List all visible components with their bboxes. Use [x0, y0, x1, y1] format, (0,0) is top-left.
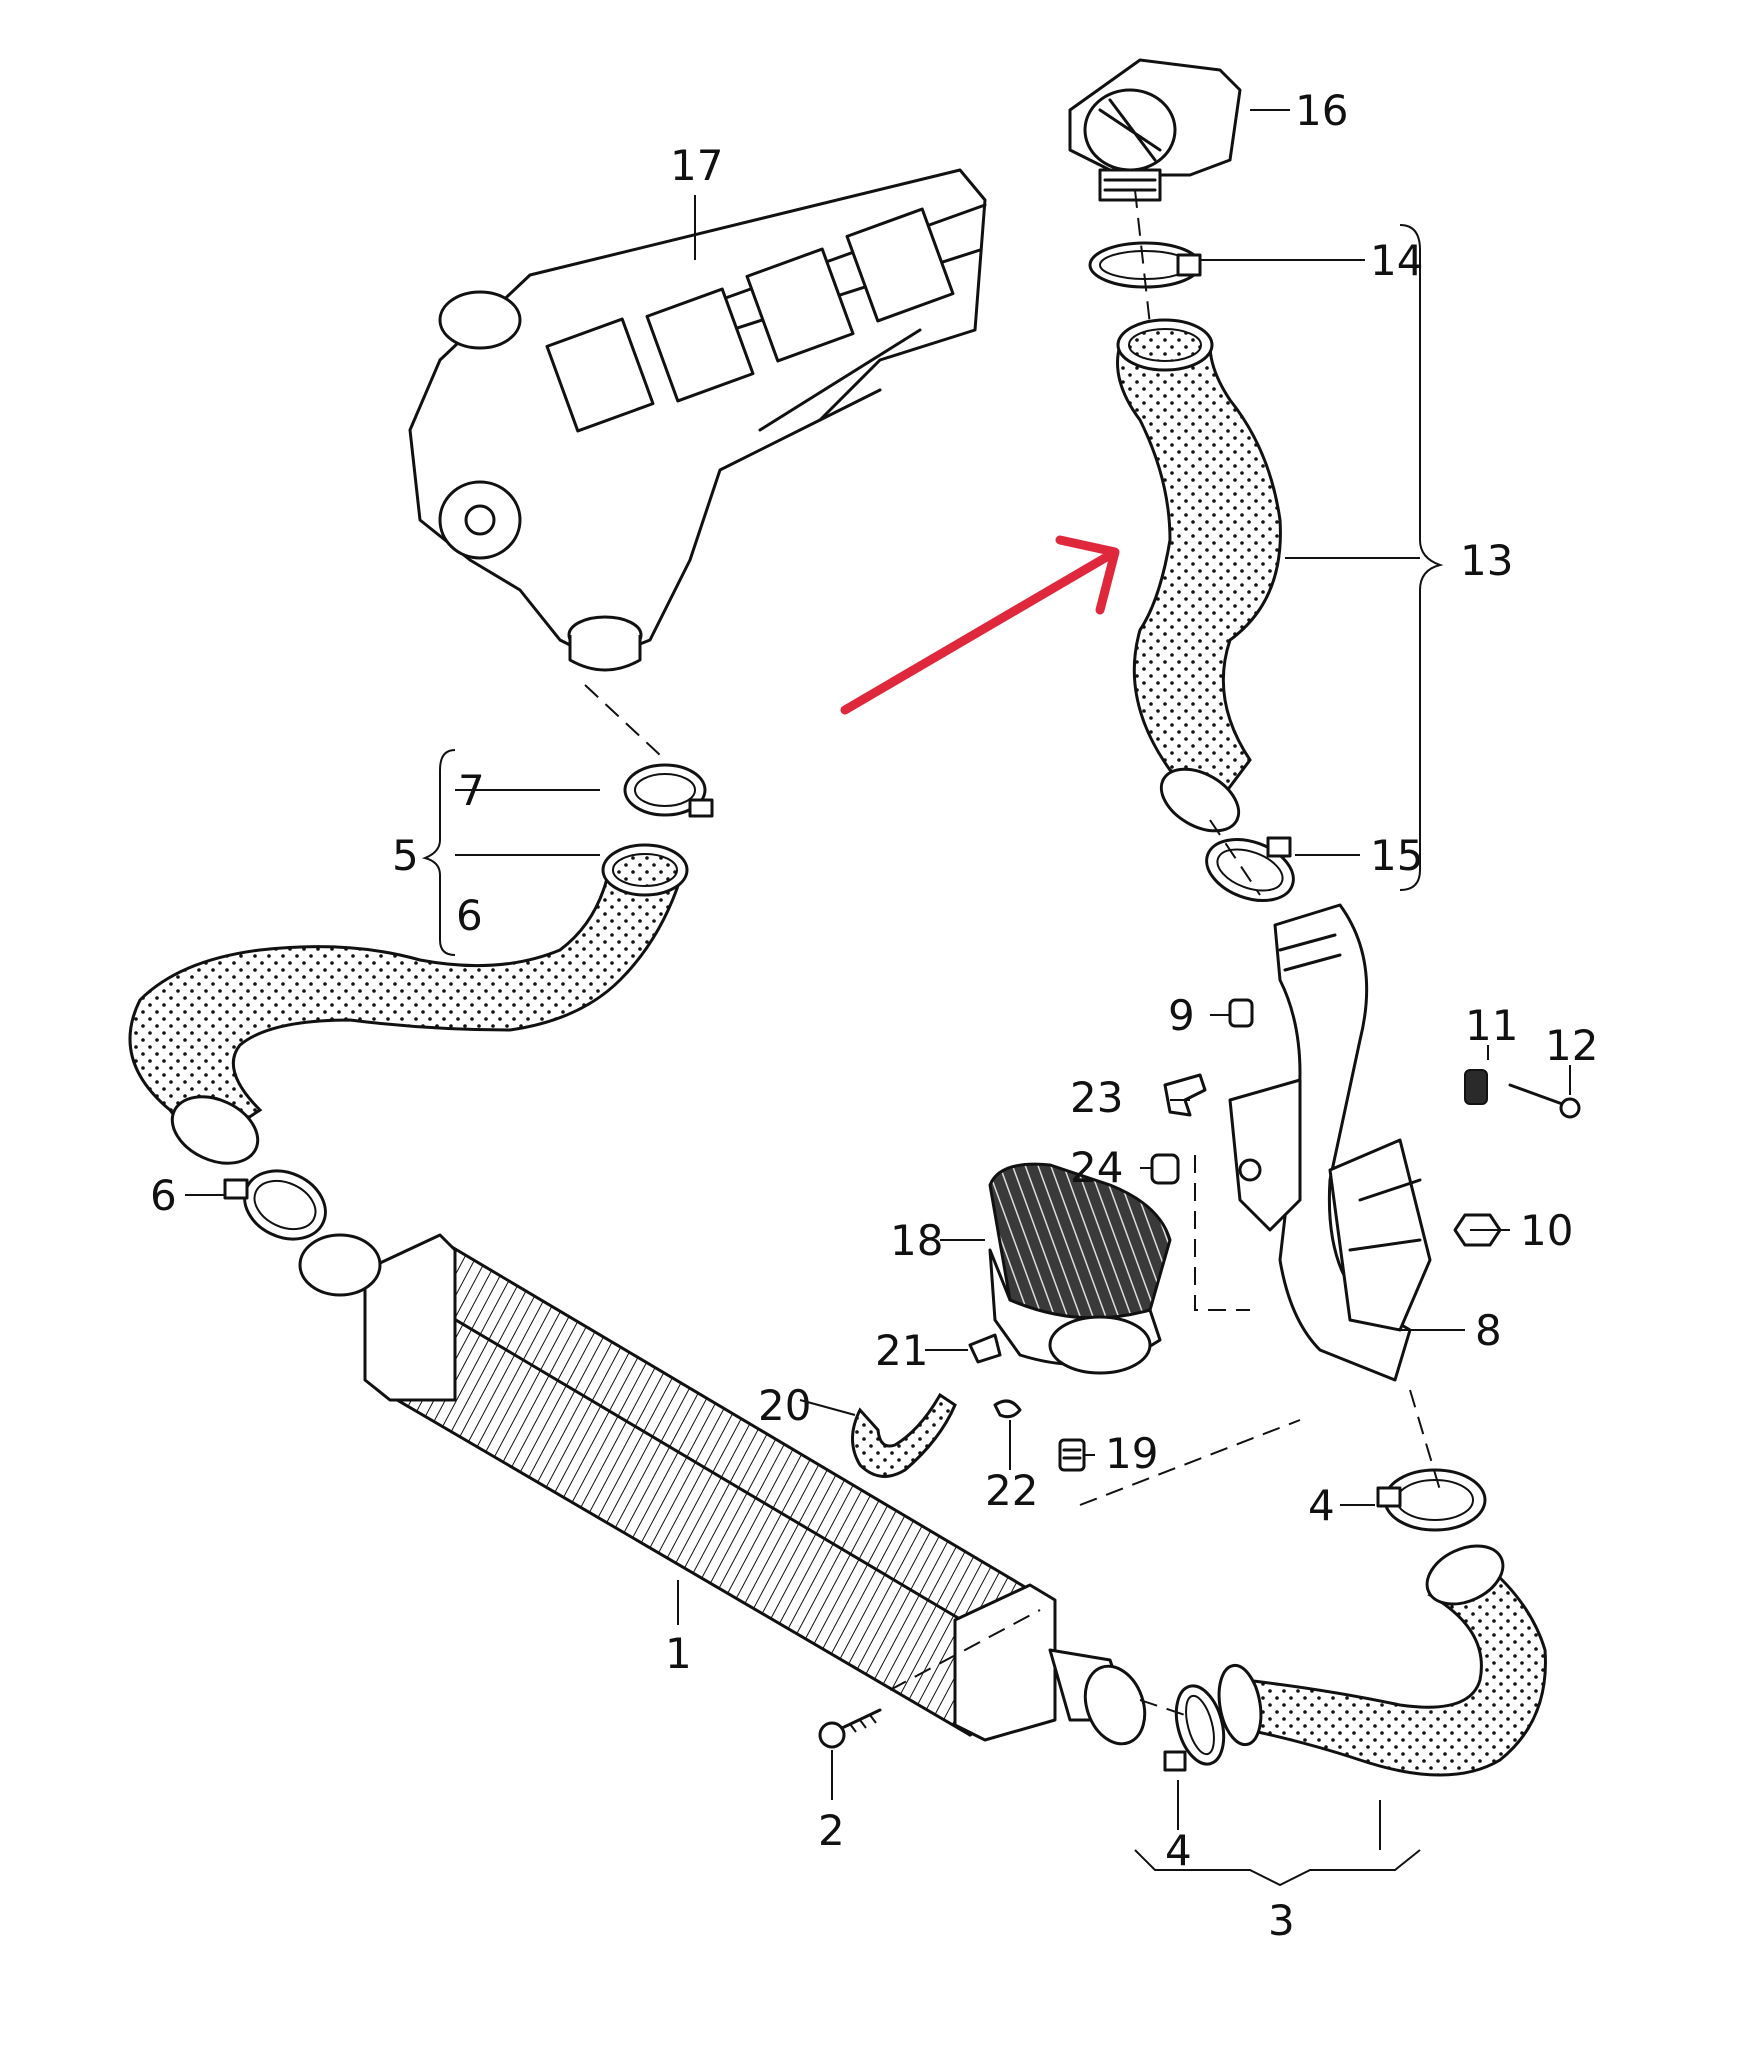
part-labels: 17 16 14 13 15 7 5 6 6 9 23 24 11 12 10 …	[150, 86, 1598, 1945]
bolt-12	[1508, 1083, 1567, 1107]
label-10: 10	[1520, 1206, 1573, 1255]
label-6-upper: 6	[456, 891, 483, 940]
hose-clamp-6	[223, 1169, 327, 1241]
label-2: 2	[818, 1806, 845, 1855]
label-17: 17	[670, 141, 723, 190]
label-4-lower: 4	[1165, 1826, 1192, 1875]
label-16: 16	[1295, 86, 1348, 135]
label-15: 15	[1370, 831, 1423, 880]
clip-22	[993, 1399, 1022, 1419]
hose-20	[851, 1392, 957, 1478]
charge-air-hose-upper	[1116, 318, 1282, 833]
charge-air-hose-left	[128, 843, 689, 1165]
hose-clamp-4-upper	[1376, 1468, 1487, 1532]
label-6-lower: 6	[150, 1171, 177, 1220]
nut-24	[1150, 1153, 1180, 1185]
hose-clamp-14	[1088, 241, 1202, 289]
label-7: 7	[458, 766, 485, 815]
label-5: 5	[392, 831, 419, 880]
hose-clamp-4-lower	[1163, 1684, 1226, 1772]
label-11: 11	[1465, 1001, 1518, 1050]
label-14: 14	[1370, 236, 1423, 285]
label-1: 1	[665, 1629, 692, 1678]
screw-2	[818, 1708, 882, 1749]
label-4-upper: 4	[1308, 1481, 1335, 1530]
resonator-18	[988, 1162, 1172, 1375]
label-22: 22	[985, 1466, 1038, 1515]
clip-11	[1464, 1069, 1488, 1105]
cap-19	[1058, 1438, 1086, 1472]
hose-clamp-15	[1205, 836, 1295, 902]
bracket-23	[1163, 1073, 1207, 1117]
label-21: 21	[875, 1326, 928, 1375]
label-24: 24	[1070, 1143, 1123, 1192]
nut-9	[1228, 998, 1254, 1028]
throttle-valve-module	[1068, 58, 1242, 202]
label-19: 19	[1105, 1429, 1158, 1478]
small-fittings	[851, 1333, 1086, 1478]
hose-clamp-7	[623, 763, 714, 818]
highlight-arrow	[840, 535, 1120, 715]
label-3: 3	[1268, 1896, 1295, 1945]
charge-air-hose-right	[1217, 1544, 1547, 1777]
label-23: 23	[1070, 1073, 1123, 1122]
alignment-lines	[584, 189, 1441, 1716]
turbocharger-manifold	[408, 168, 987, 672]
leader-lines	[185, 109, 1571, 1887]
label-13: 13	[1460, 536, 1513, 585]
label-20: 20	[758, 1381, 811, 1430]
label-18: 18	[890, 1216, 943, 1265]
charge-air-pipe	[1228, 903, 1432, 1382]
label-8: 8	[1475, 1306, 1502, 1355]
charge-air-cooler	[298, 1233, 1147, 1746]
clip-21	[968, 1333, 1002, 1364]
label-9: 9	[1168, 991, 1195, 1040]
label-12: 12	[1545, 1021, 1598, 1070]
